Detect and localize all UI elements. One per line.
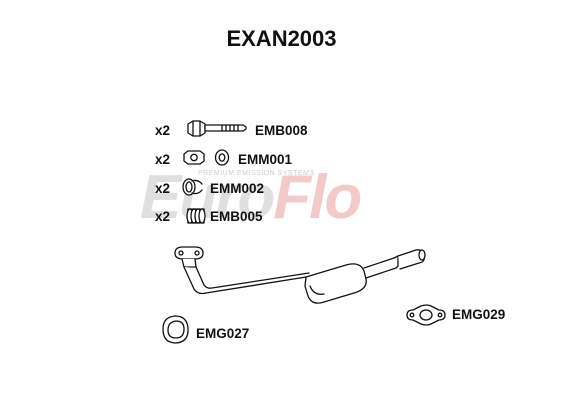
part-qty-emm001: x2 bbox=[155, 152, 171, 167]
gasket-code-emg027: EMG027 bbox=[196, 326, 250, 341]
exhaust-pipe bbox=[174, 246, 426, 304]
spring-icon bbox=[186, 208, 206, 224]
part-code-emm002: EMM002 bbox=[210, 181, 265, 196]
round-gasket-icon bbox=[162, 315, 189, 344]
part-code-emb005: EMB005 bbox=[210, 209, 263, 224]
rubber-mount-icon bbox=[183, 149, 230, 166]
part-code-emb008: EMB008 bbox=[255, 123, 308, 138]
part-qty-emm002: x2 bbox=[155, 181, 171, 196]
two-bolt-gasket-icon bbox=[406, 304, 446, 326]
part-code-emm001: EMM001 bbox=[238, 152, 293, 167]
brand-watermark-part-a: Euro bbox=[140, 163, 275, 232]
brand-watermark-part-b: Flo bbox=[273, 163, 362, 232]
brand-watermark: EuroFlo bbox=[140, 162, 362, 233]
page-title: EXAN2003 bbox=[226, 26, 337, 51]
part-qty-emb008: x2 bbox=[155, 123, 171, 138]
brand-tagline: PREMIUM EMISSION SYSTEMS bbox=[198, 170, 315, 177]
part-qty-emb005: x2 bbox=[155, 209, 171, 224]
gasket-code-emg029: EMG029 bbox=[452, 307, 506, 322]
ring-mount-icon bbox=[182, 178, 203, 196]
bolt-icon bbox=[187, 120, 247, 137]
